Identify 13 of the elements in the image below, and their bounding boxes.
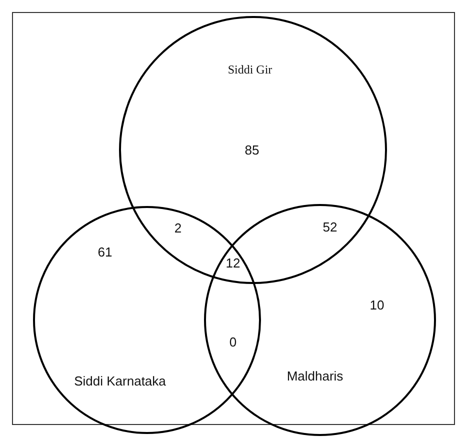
count-label: 12: [226, 256, 240, 270]
set-name: Maldharis: [286, 368, 344, 384]
count-label: 0: [229, 334, 237, 350]
set-circle: [204, 204, 436, 436]
set-name: Siddi Gir: [228, 62, 272, 78]
count-label: 10: [370, 298, 384, 312]
count-label: 61: [98, 244, 112, 260]
count-label: 2: [174, 220, 182, 236]
set-circle: [33, 206, 261, 434]
set-circle: [119, 16, 387, 284]
count-label: 85: [244, 142, 260, 158]
set-name: Siddi Karnataka: [74, 374, 166, 388]
count-label: 52: [322, 220, 338, 234]
